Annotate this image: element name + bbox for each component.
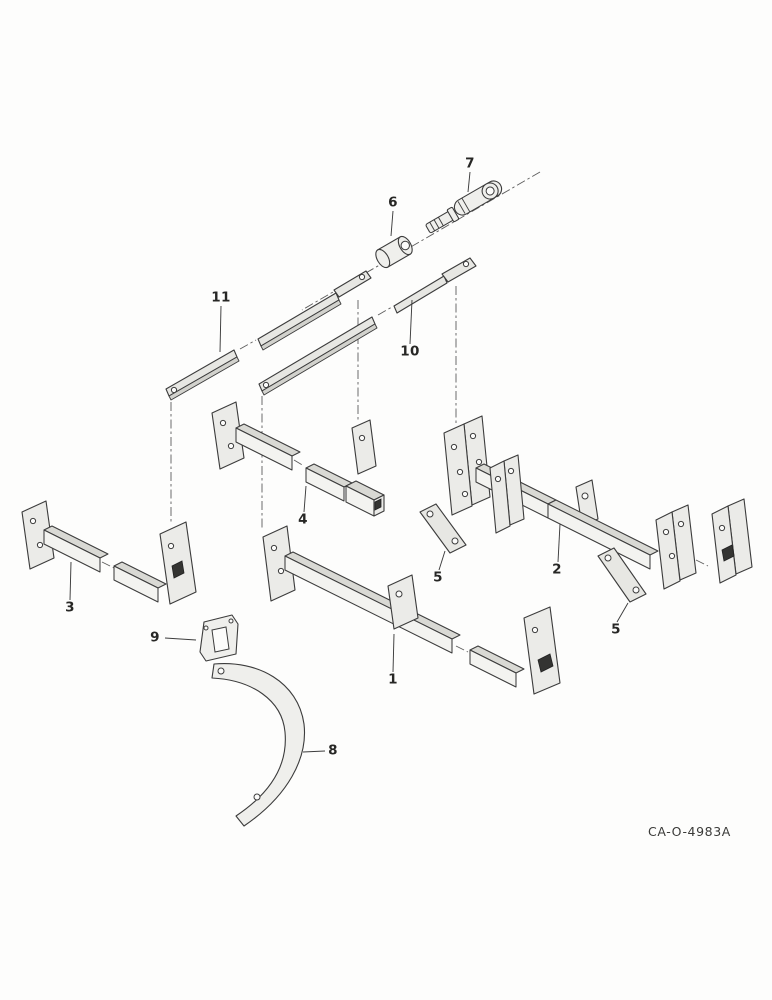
part-tube-bar-2 [443, 415, 753, 590]
callout-4: 4 [298, 511, 308, 528]
callout-2: 2 [552, 561, 562, 578]
callout-7: 7 [465, 155, 475, 172]
callout-3: 3 [65, 599, 75, 616]
callout-9: 9 [150, 629, 160, 646]
callout-8: 8 [328, 742, 338, 759]
part-clamp-bracket [199, 614, 239, 662]
callout-5a: 5 [433, 569, 443, 586]
part-spacer-plate-front [419, 503, 467, 554]
part-tube-bar-3 [21, 500, 197, 605]
part-tube-bar-4 [211, 401, 385, 517]
part-brace-strap-11 [165, 270, 372, 401]
callout-5b: 5 [611, 621, 621, 638]
part-curved-shank [211, 662, 306, 827]
part-brace-strap-10 [258, 257, 477, 396]
reference-code: CA-O-4983A [648, 824, 731, 839]
part-tube-bar-1 [262, 525, 561, 695]
callout-1: 1 [388, 671, 398, 688]
callout-6: 6 [388, 194, 398, 211]
part-clevis-link [425, 180, 503, 234]
callout-11: 11 [211, 289, 231, 306]
callout-leaders [69, 171, 629, 753]
part-spacer-plate-rear [597, 547, 647, 603]
callout-10: 10 [400, 343, 420, 360]
part-clevis-pin [425, 206, 460, 234]
part-bushing [375, 235, 413, 269]
